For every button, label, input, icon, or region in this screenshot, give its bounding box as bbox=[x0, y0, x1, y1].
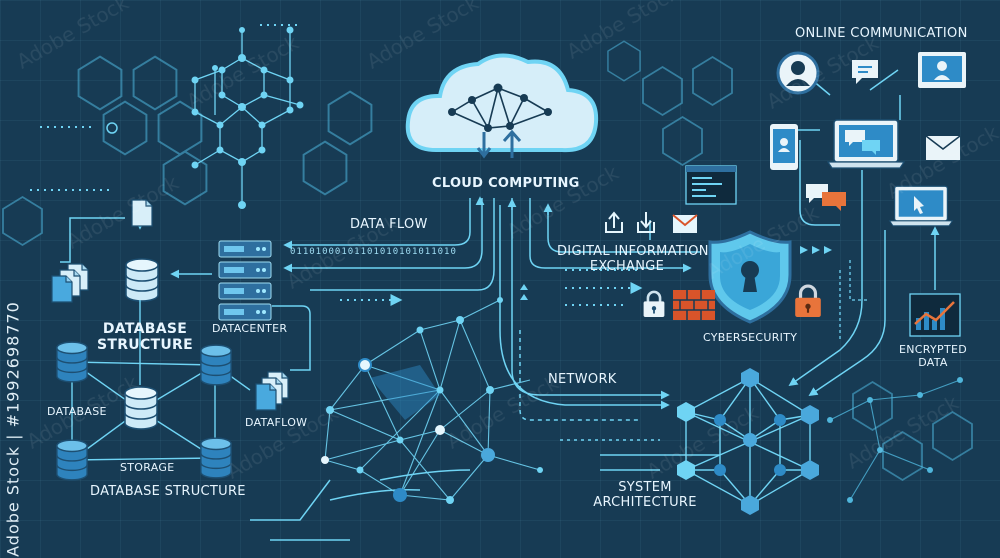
database-structure-title-line2: STRUCTURE bbox=[96, 337, 194, 353]
decorative-nodes-right bbox=[829, 379, 961, 501]
chat-bubble-icon bbox=[852, 60, 878, 84]
padlock-icon-white bbox=[642, 290, 666, 319]
database-icon-main bbox=[125, 258, 159, 302]
chat-icon-orange bbox=[806, 184, 846, 211]
system-architecture-nodes bbox=[677, 368, 819, 515]
mesh-nodes bbox=[321, 297, 543, 504]
network-label: NETWORK bbox=[548, 372, 617, 387]
firewall-brick-icon bbox=[673, 290, 715, 320]
decorative-node-points bbox=[827, 377, 963, 503]
server-rack-icon bbox=[218, 240, 272, 321]
cloud-computing-label: CLOUD COMPUTING bbox=[432, 176, 580, 191]
digital-information-line1: DIGITAL INFORMATION bbox=[557, 244, 709, 259]
envelope-icon-small bbox=[672, 214, 698, 233]
digital-information-line2: EXCHANGE bbox=[589, 259, 665, 274]
document-icon bbox=[131, 199, 153, 227]
watermark-id-text: Adobe Stock | #1992698770 bbox=[3, 301, 23, 557]
smartphone-icon bbox=[770, 124, 798, 170]
dataflow-label: DATAFLOW bbox=[245, 416, 308, 429]
database-label: DATABASE bbox=[47, 405, 107, 418]
datacenter-label: DATACENTER bbox=[212, 322, 288, 335]
chart-icon bbox=[909, 293, 961, 337]
digital-information-label: DIGITAL INFORMATION EXCHANGE bbox=[557, 244, 709, 274]
data-flow-label: DATA FLOW bbox=[350, 217, 428, 232]
video-call-monitor-icon bbox=[918, 52, 966, 88]
user-avatar-icon bbox=[776, 51, 820, 95]
dataflow-documents-icon bbox=[255, 371, 289, 411]
database-structure-title-line1: DATABASE bbox=[102, 321, 188, 337]
storage-label: STORAGE bbox=[120, 461, 175, 474]
code-window-icon bbox=[685, 165, 737, 205]
database-structure-label: DATABASE STRUCTURE bbox=[90, 484, 246, 499]
system-line2: ARCHITECTURE bbox=[593, 495, 697, 510]
online-communication-label: ONLINE COMMUNICATION bbox=[795, 26, 968, 41]
envelope-icon bbox=[925, 135, 961, 160]
padlock-icon-orange bbox=[793, 284, 823, 319]
stock-watermark-id: Adobe Stock | #1992698770 bbox=[0, 300, 28, 558]
dotted-lines bbox=[30, 24, 643, 306]
system-architecture-label: SYSTEM ARCHITECTURE bbox=[590, 480, 700, 510]
arrow-chevrons bbox=[520, 246, 832, 300]
binary-stream: 01101000101101010101011010 bbox=[290, 247, 457, 257]
shield-lock-icon bbox=[708, 230, 792, 324]
laptop-chat-icon bbox=[827, 119, 905, 169]
encrypted-line1: ENCRYPTED bbox=[899, 343, 967, 356]
encrypted-dotted-links bbox=[839, 260, 870, 340]
molecule-network-top-left bbox=[194, 30, 301, 205]
upload-download-icons bbox=[605, 211, 655, 233]
documents-stack-icon bbox=[51, 263, 89, 303]
system-line1: SYSTEM bbox=[618, 480, 672, 495]
database-structure-title: DATABASE STRUCTURE bbox=[95, 321, 195, 353]
cloud-icon bbox=[405, 53, 599, 159]
encrypted-data-label: ENCRYPTED DATA bbox=[893, 343, 973, 369]
laptop-cursor-icon bbox=[889, 185, 953, 227]
encrypted-line2: DATA bbox=[918, 356, 948, 369]
cybersecurity-label: CYBERSECURITY bbox=[703, 331, 798, 344]
molecule-nodes bbox=[191, 26, 304, 209]
